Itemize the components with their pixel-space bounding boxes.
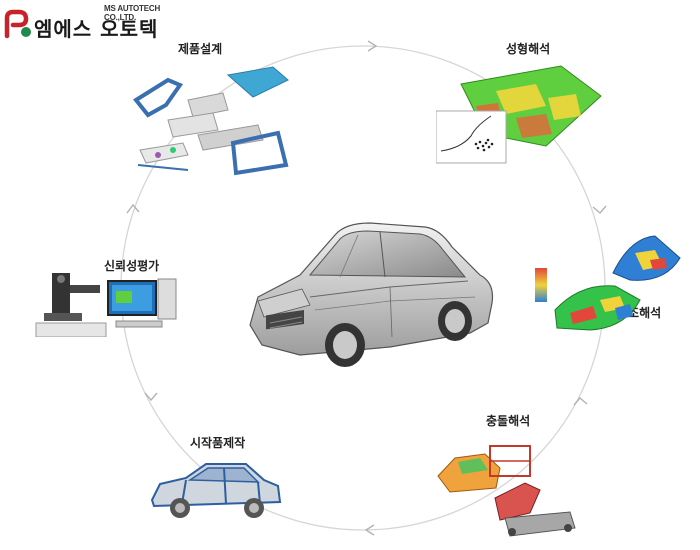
car-body-icon — [249, 222, 494, 367]
microscope-workstation-icon — [35, 273, 177, 337]
company-logo: MS AUTOTECH CO.,LTD. 엠에스 오토텍 — [4, 2, 184, 42]
company-name-english: MS AUTOTECH CO.,LTD. — [104, 4, 161, 22]
stage-prototype-manufacturing: 시작품제작 — [146, 432, 286, 524]
cycle-arrow-icon — [126, 203, 140, 214]
stage-label: 시작품제작 — [190, 436, 246, 450]
stage-structural-analysis: 구조해석 — [535, 228, 693, 358]
stage-product-design: 제품설계 — [128, 38, 298, 180]
ms-autotech-logo-icon — [4, 9, 31, 39]
crash-simulation-icon — [437, 445, 576, 537]
stage-reliability-evaluation: 신뢰성평가 — [34, 253, 184, 343]
cycle-arrow-icon — [367, 40, 378, 52]
company-name-korean: 엠에스 오토텍 — [34, 17, 159, 41]
stage-label: 제품설계 — [178, 42, 223, 56]
cycle-arrow-icon — [144, 392, 158, 402]
cycle-arrow-icon — [364, 524, 375, 536]
stage-label: 충돌해석 — [486, 414, 531, 428]
stage-label: 신뢰성평가 — [104, 259, 160, 273]
body-parts-exploded-icon — [133, 66, 289, 176]
prototype-body-frame-icon — [150, 463, 282, 518]
cycle-arrow-icon — [592, 205, 607, 214]
stage-label: 성형해석 — [506, 42, 551, 56]
stage-crash-analysis: 충돌해석 — [430, 410, 580, 538]
cycle-arrow-icon — [573, 397, 588, 406]
structural-fea-icon — [535, 235, 681, 331]
stage-forming-analysis: 성형해석 — [436, 38, 608, 166]
forming-simulation-icon — [436, 65, 602, 164]
